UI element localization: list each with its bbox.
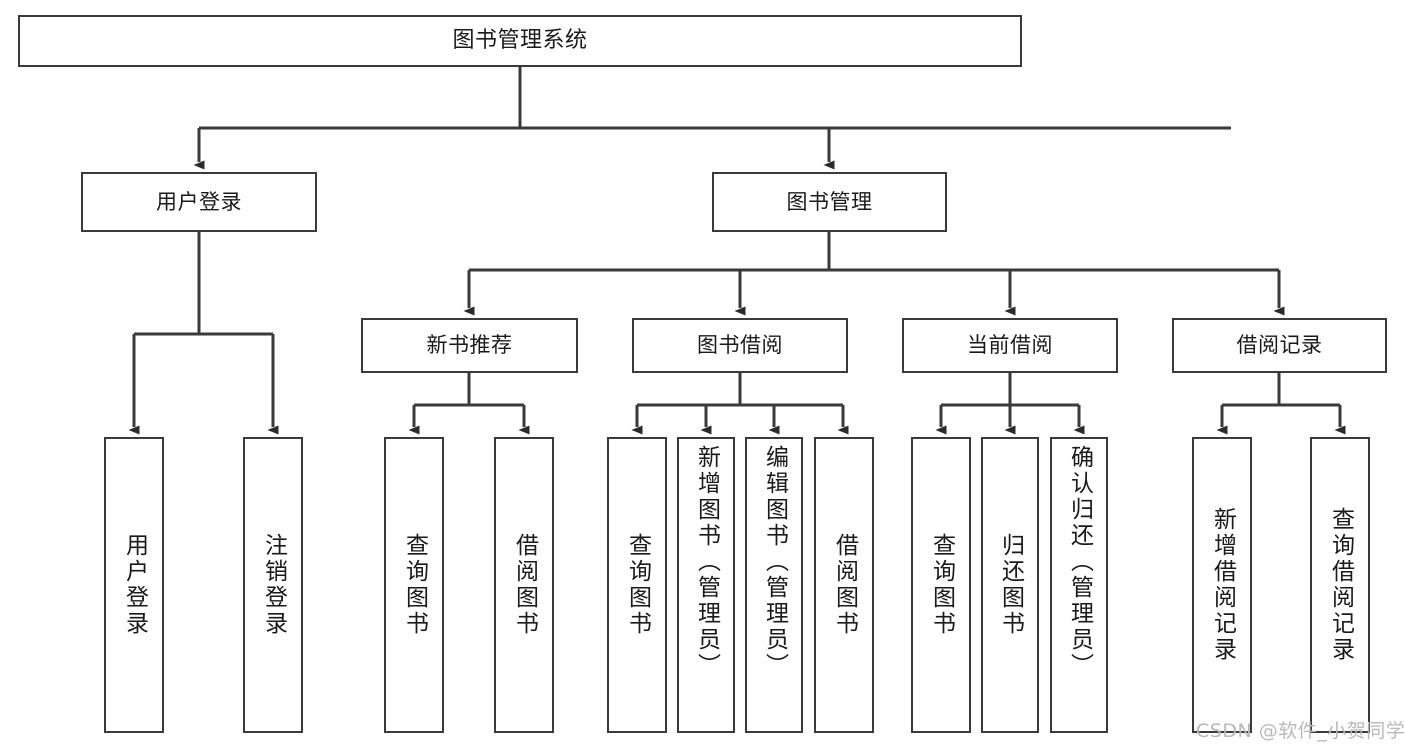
- node-label: 新增借阅记录: [1209, 507, 1236, 663]
- node-label: 查询图书: [401, 533, 428, 637]
- node-label: 新增图书（管理员）: [693, 445, 720, 679]
- leaf-recommend-query-book[interactable]: 查询图书: [384, 437, 444, 733]
- leaf-return-book[interactable]: 归还图书: [981, 437, 1039, 733]
- leaf-current-query-book[interactable]: 查询图书: [911, 437, 971, 733]
- node-label: 图书借阅: [697, 333, 783, 358]
- leaf-recommend-borrow-book[interactable]: 借阅图书: [494, 437, 554, 733]
- leaf-add-borrow-record[interactable]: 新增借阅记录: [1192, 437, 1252, 733]
- node-label: 当前借阅: [967, 333, 1053, 358]
- leaf-edit-book-admin[interactable]: 编辑图书（管理员）: [745, 437, 803, 733]
- leaf-add-book-admin[interactable]: 新增图书（管理员）: [677, 437, 735, 733]
- node-label: 确认归还（管理员）: [1066, 445, 1093, 679]
- node-label: 借阅记录: [1236, 333, 1323, 358]
- node-label: 注销登录: [260, 533, 287, 637]
- node-borrow-records[interactable]: 借阅记录: [1172, 318, 1387, 373]
- node-label: 归还图书: [997, 533, 1024, 637]
- node-label: 编辑图书（管理员）: [761, 445, 788, 679]
- leaf-borrow-query-book[interactable]: 查询图书: [607, 437, 667, 733]
- node-label: 查询借阅记录: [1327, 507, 1354, 663]
- node-label: 图书管理: [786, 189, 873, 214]
- watermark-text: CSDN @软件_小贺同学: [1196, 720, 1405, 742]
- leaf-query-borrow-record[interactable]: 查询借阅记录: [1310, 437, 1370, 733]
- node-label: 用户登录: [121, 533, 148, 637]
- leaf-logout-login[interactable]: 注销登录: [243, 437, 303, 733]
- node-new-book-recommend[interactable]: 新书推荐: [361, 318, 578, 373]
- node-label: 查询图书: [624, 533, 651, 637]
- node-label: 借阅图书: [831, 533, 858, 637]
- node-current-borrow[interactable]: 当前借阅: [902, 318, 1118, 373]
- leaf-confirm-return-admin[interactable]: 确认归还（管理员）: [1050, 437, 1108, 733]
- node-label: 图书管理系统: [452, 28, 588, 54]
- leaf-borrow-borrow-book[interactable]: 借阅图书: [814, 437, 874, 733]
- node-book-management[interactable]: 图书管理: [712, 172, 947, 232]
- node-label: 借阅图书: [511, 533, 538, 637]
- leaf-user-login[interactable]: 用户登录: [104, 437, 164, 733]
- node-book-borrow[interactable]: 图书借阅: [632, 318, 848, 373]
- node-label: 查询图书: [928, 533, 955, 637]
- node-user-login[interactable]: 用户登录: [81, 172, 317, 232]
- node-label: 新书推荐: [426, 333, 513, 358]
- node-root-book-management-system[interactable]: 图书管理系统: [18, 15, 1022, 67]
- node-label: 用户登录: [156, 189, 242, 214]
